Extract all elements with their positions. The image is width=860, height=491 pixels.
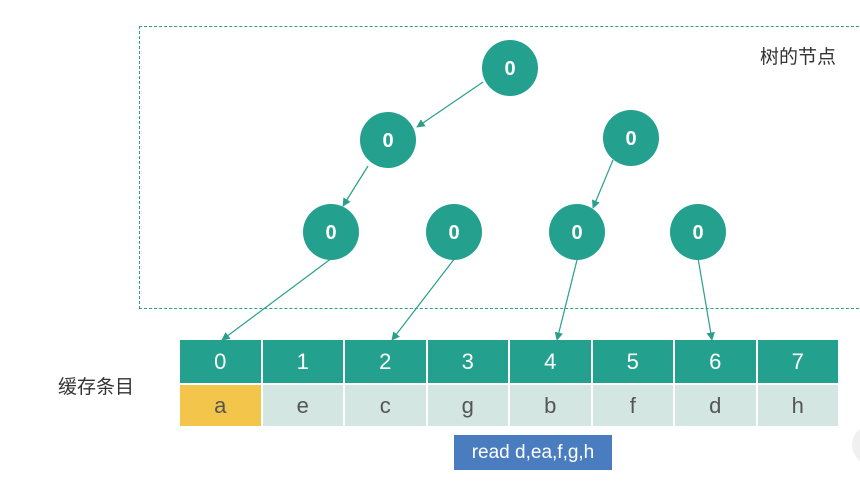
tree-node-leaf-3-value: 0 (571, 222, 582, 244)
cache-index-5: 5 (592, 340, 675, 383)
cache-value-5: f (592, 383, 675, 426)
tree-node-leaf-4 (670, 204, 726, 260)
edge-root-left (416, 81, 484, 128)
cache-value-7: h (757, 383, 840, 426)
tree-node-root (482, 40, 538, 96)
tree-nodes-box (139, 26, 860, 309)
corner-circle (852, 425, 860, 465)
cache-value-1: e (262, 383, 345, 426)
cache-index-0: 0 (180, 340, 263, 383)
edge-leaf4-cache6 (697, 257, 715, 341)
tree-node-root-value: 0 (504, 58, 515, 80)
tree-node-leaf-4-value: 0 (692, 222, 703, 244)
tree-node-left-value: 0 (382, 130, 393, 152)
cache-value-4: b (510, 383, 593, 426)
tree-nodes-label: 树的节点 (760, 46, 837, 68)
tree-node-leaf-2-value: 0 (448, 222, 459, 244)
cache-value-6: d (675, 383, 758, 426)
cache-index-4: 4 (510, 340, 593, 383)
cache-index-6: 6 (675, 340, 758, 383)
edge-leaf3-cache4 (554, 259, 578, 341)
cache-index-7: 7 (757, 340, 840, 383)
read-sequence-label: read d,ea,f,g,h (454, 435, 612, 470)
cache-value-2: c (345, 383, 428, 426)
cache-index-2: 2 (345, 340, 428, 383)
cache-index-3: 3 (427, 340, 510, 383)
tree-node-right (603, 110, 659, 166)
cache-value-3: g (427, 383, 510, 426)
cache-value-0: a (180, 383, 263, 426)
edge-leaf1-cache0 (221, 257, 333, 341)
tree-node-left (360, 112, 416, 168)
tree-node-leaf-1 (303, 204, 359, 260)
tree-node-right-value: 0 (625, 128, 636, 150)
edge-leaf2-cache2 (391, 257, 456, 341)
edge-l1-l2 (342, 165, 369, 207)
tree-node-leaf-1-value: 0 (325, 222, 336, 244)
cache-index-1: 1 (262, 340, 345, 383)
tree-node-leaf-2 (426, 204, 482, 260)
edge-r1-r2 (592, 159, 614, 209)
cache-entries-label: 缓存条目 (58, 376, 135, 398)
tree-node-leaf-3 (549, 204, 605, 260)
